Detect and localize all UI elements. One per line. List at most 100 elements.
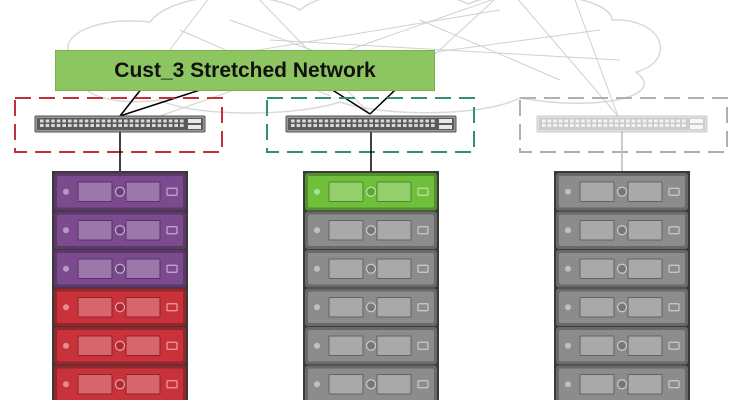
server-unit-none <box>305 327 437 365</box>
server-port <box>417 341 429 350</box>
drive-bay <box>627 335 663 356</box>
drive-bay <box>77 335 113 356</box>
switch-port <box>547 124 552 127</box>
server-port <box>668 341 680 350</box>
drive-bay <box>376 181 412 202</box>
switch-port <box>341 119 345 123</box>
power-led <box>565 381 571 388</box>
power-led <box>565 188 571 195</box>
drive-bay <box>77 220 113 241</box>
server-button <box>365 379 377 390</box>
drive-bay <box>125 374 161 395</box>
switch-port <box>62 124 66 127</box>
switch-port <box>40 124 44 127</box>
switch-left <box>34 115 206 133</box>
switch-port <box>40 119 44 123</box>
server-port <box>668 264 680 273</box>
server-unit-none <box>305 365 437 400</box>
switch-port <box>358 124 362 127</box>
switch-body <box>536 115 708 133</box>
switch-port <box>676 119 680 123</box>
switch-port <box>118 119 122 123</box>
switch-port <box>603 124 608 127</box>
server-button <box>365 340 377 351</box>
drive-bay <box>579 181 615 202</box>
drive-bay <box>328 181 364 202</box>
switch-port <box>425 119 429 123</box>
switch-port <box>408 119 413 123</box>
server-port <box>668 303 680 312</box>
drive-bay <box>77 374 113 395</box>
switch-port <box>570 124 574 127</box>
switch-port <box>637 124 641 127</box>
cloud-shape <box>67 0 662 114</box>
server-button <box>616 379 628 390</box>
server-unit-red <box>54 288 186 326</box>
drive-bay <box>125 297 161 318</box>
switch-port <box>335 119 340 123</box>
server-unit-green <box>305 173 437 211</box>
drive-bay <box>328 297 364 318</box>
power-led <box>63 265 69 272</box>
switch-port <box>118 124 122 127</box>
power-led <box>314 304 320 311</box>
drive-bay <box>579 258 615 279</box>
cloud-outline <box>67 0 662 114</box>
switch-port <box>51 119 55 123</box>
server-button <box>365 302 377 313</box>
server-button <box>365 225 377 236</box>
switch-port <box>598 124 602 127</box>
switch-port <box>157 124 162 127</box>
switch-port <box>665 124 669 127</box>
switch-port <box>51 124 55 127</box>
server-unit-purple <box>54 173 186 211</box>
switch-port <box>152 124 156 127</box>
server-port <box>166 187 178 196</box>
drive-bay <box>627 181 663 202</box>
switch-port <box>408 124 413 127</box>
switch-port <box>654 124 658 127</box>
server-unit-none <box>305 250 437 288</box>
switch-port <box>631 124 636 127</box>
mesh-line <box>574 0 619 117</box>
drive-bay <box>376 297 412 318</box>
switch-port <box>68 119 72 123</box>
switch-port <box>682 119 686 123</box>
server-button <box>114 302 126 313</box>
server-port <box>166 226 178 235</box>
rack-right <box>519 97 728 400</box>
switch-port <box>107 119 111 123</box>
switch-port <box>358 119 362 123</box>
drive-bay <box>125 181 161 202</box>
drive-bay <box>627 220 663 241</box>
server-port <box>417 226 429 235</box>
server-unit-none <box>305 288 437 326</box>
switch-port <box>375 119 379 123</box>
server-port <box>166 264 178 273</box>
switch-port <box>542 119 546 123</box>
switch-port <box>90 124 94 127</box>
switch-port <box>558 119 563 123</box>
switch-port <box>84 119 89 123</box>
switch-uplink-line <box>119 89 201 117</box>
switch-port <box>135 119 139 123</box>
server-button <box>114 225 126 236</box>
switch-port <box>174 124 178 127</box>
switch-uplink-port <box>690 119 703 123</box>
switch-port <box>592 119 596 123</box>
switch-uplink-port <box>439 119 452 123</box>
switch-port <box>620 119 624 123</box>
switch-port <box>347 124 351 127</box>
switch-port <box>79 124 83 127</box>
server-port <box>417 380 429 389</box>
drive-bay <box>376 335 412 356</box>
switch-port <box>146 124 150 127</box>
server-port <box>166 380 178 389</box>
drive-bay <box>579 297 615 318</box>
drive-bay <box>376 258 412 279</box>
drive-bay <box>77 258 113 279</box>
switch-port <box>614 119 619 123</box>
server-button <box>616 340 628 351</box>
switch-uplink-port <box>690 125 703 129</box>
